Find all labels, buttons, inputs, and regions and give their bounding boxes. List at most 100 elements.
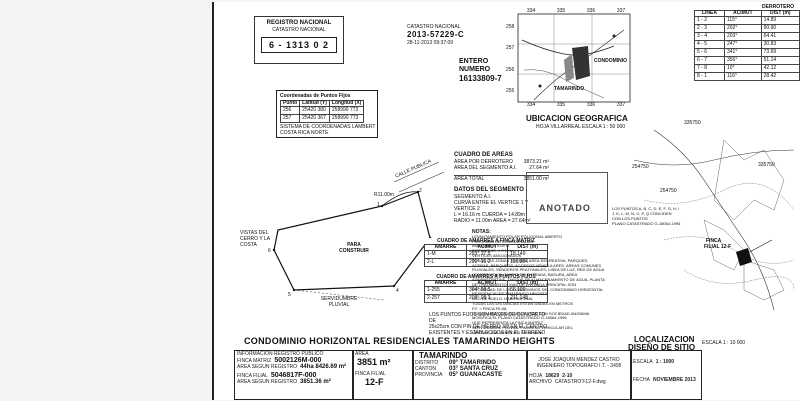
tie-cell: 211.148 <box>507 294 548 303</box>
date-label: FECHA <box>633 377 650 383</box>
title-block-surveyor: JOSE JOAQUIN MENDEZ CASTRO INGENIERO TOP… <box>526 350 632 400</box>
catastro-number: 2013-57229-C <box>407 30 465 39</box>
place-value: TAMARINDO <box>419 351 468 360</box>
site-title-1: LOCALIZACION <box>634 335 695 344</box>
tie-cell: 1-255 <box>424 286 467 295</box>
area-row-label: AREA DEL SEGMENTO A.I. <box>454 165 517 171</box>
filial-no-label: FINCA FILIAL <box>355 371 386 377</box>
area-row: AREA POR DERROTERO 3873.21 m² <box>454 159 549 165</box>
area-row: AREA DEL SEGMENTO A.I. 27.64 m² <box>454 165 549 171</box>
coord-header: Longitud (X) <box>328 100 365 107</box>
grid-label: 334 <box>526 8 536 14</box>
derrotero-cell: 2 - 3 <box>694 24 725 33</box>
grid-label: 337 <box>616 8 626 14</box>
title-block-location: TAMARINDO DISTRITO 09° TAMARINDO CANTON … <box>412 350 528 400</box>
site-map-drawing <box>633 129 795 311</box>
tie-table-title: CUADRO DE AMARRES A PUNTOS FIJOS <box>436 274 536 280</box>
vertex-label: 2 <box>419 188 422 194</box>
derrotero-cell: 73.69 <box>760 48 800 57</box>
ref-line: CON LOS PUNTOS <box>612 216 648 221</box>
note-line: ADMINISTRATIVA, TANQUE DE ALMACENAMIENTO… <box>472 276 605 282</box>
coord-cell: 25420 367 <box>299 114 330 123</box>
grid-label: 257 <box>506 45 515 52</box>
derrotero-cell: 3 - 4 <box>694 32 725 41</box>
surveyor-name: JOSE JOAQUIN MENDEZ CASTRO <box>538 357 620 363</box>
note-line: EXISTENTES Y ESTABLECIDOS EN EL TERRENO <box>429 330 546 336</box>
note-line: QUE REPRESENTA LA FINCA MATRIZ <box>472 320 543 326</box>
area-segun-label: AREA SEGUN REGISTRO <box>237 364 298 370</box>
title-block-area: AREA 3851 m² FINCA FILIAL 12-F <box>352 350 414 400</box>
note-line: VERTICE 1 AL VERTICE 2 DE 16.16 m <box>472 329 543 335</box>
note-line: PLUVIALES, SENDEROS PEATONALES, LINEA DE… <box>472 267 605 273</box>
grid-label: 255 <box>506 88 515 95</box>
area-row-value: 3851.00 m² <box>523 176 549 182</box>
entry-label2: NUMERO <box>459 66 491 73</box>
tie-cell: 208° 08 3 <box>465 294 509 303</box>
hoja-label: HOJA <box>529 373 543 379</box>
note-line: RESIDENCIALES TAMARINDO HEIGHTS <box>472 291 548 297</box>
coordinates-note1: SISTEMA DE COORDENADAS LAMBERT <box>280 124 376 130</box>
distrito-value: 09° TAMARINDO <box>449 360 496 366</box>
tie-cell: 1-M <box>424 250 467 259</box>
derrotero-cell: 4 - 5 <box>694 40 725 49</box>
note-line: LOS PUNTOS FIJOS SON BASES DE CONCRETO D… <box>429 312 546 324</box>
note-line: MODIFICA EL PLANO CATASTRADO G-18064-199… <box>472 315 567 321</box>
catastro-heading: CATASTRO NACIONAL <box>407 24 461 30</box>
scale-value: 1 : 1000 <box>655 359 675 365</box>
vertex-label: 4 <box>396 288 399 294</box>
note-line: DE TRATAMIENTO, VIAS DE ENTRADA PRINCIPA… <box>472 281 577 287</box>
derrotero-cell: 8 - 1 <box>694 72 725 81</box>
finca-filial-value: 5046817F-000 <box>270 372 317 379</box>
note-line: ACERAS, PARQUEOS, ACCESOS VEHICULARES, A… <box>472 262 602 268</box>
segment-line: CURVA ENTRE EL VERTICE 1 Y VERTICE 2 <box>454 200 529 212</box>
coord-cell: 258999 773 <box>328 106 365 115</box>
parcel-main-label: PARA CONSTRUIR <box>339 242 369 254</box>
fixed-points-note: LOS PUNTOS FIJOS SON BASES DE CONCRETO D… <box>429 312 553 336</box>
grid-label: 335 <box>556 8 566 14</box>
area-row-label: AREA POR DERROTERO <box>454 159 513 165</box>
registry-stamp-code: 6 - 1313 0 2 <box>268 40 330 50</box>
location-condo-label: CONDOMINIO <box>594 58 628 64</box>
location-map-scale: HOJA VILLARREAL ESCALA 1 : 50 000 <box>536 124 626 130</box>
grid-label: 256 <box>506 66 515 73</box>
table-row: 2-L 201° 16 2 116.984 <box>424 258 548 267</box>
area-segun-value: 44ha 8426.69 m² <box>300 364 347 370</box>
site-grid-label: 335750 <box>758 162 775 168</box>
derrotero-cell: 1 - 2 <box>694 16 725 25</box>
derrotero-cell: 90.90 <box>760 24 800 33</box>
note-line: PROPIEDAD DE LOS CONDOMINOS DEL CONDOMIN… <box>472 286 604 292</box>
hoja-number: 2-10 <box>562 373 573 379</box>
canton-label: CANTON <box>415 366 437 372</box>
finca-filial-label: FINCA FILIAL <box>237 373 268 379</box>
tie-table: AMARRE ACIMUT DIST (m) 1-255 304° 08 5 5… <box>424 280 548 303</box>
file-label: ARCHIVO <box>529 379 552 385</box>
derrotero-cell: 28.42 <box>760 72 800 81</box>
grid-label: 258 <box>506 23 515 30</box>
tie-cell: 2-257 <box>424 294 467 303</box>
coordinates-note2: COSTA RICA NORTE <box>280 130 329 136</box>
note-line: COLINDANTE: FIDUCIARIA GUSAR CON SOCIEDA… <box>472 310 590 316</box>
area-label: AREA <box>355 351 369 357</box>
site-title-2: DISEÑO DE SITIO <box>628 343 696 352</box>
segment-title: DATOS DEL SEGMENTO <box>454 187 524 193</box>
area-row: AREA TOTAL 3851.00 m² <box>454 175 549 182</box>
site-grid-label: 254750 <box>632 164 649 170</box>
site-ref-text: LOS PUNTOS A, B, C, D, E, F, G, H, I J, … <box>612 206 680 226</box>
anotado-stamp: ANOTADO <box>526 172 608 224</box>
location-town-label: TAMARINDO <box>554 86 585 92</box>
derrotero-cell: 115° <box>723 16 762 25</box>
derrotero-cell: 10° <box>723 64 762 73</box>
catastro-submission: CATASTRO NACIONAL 2013-57229-C 28-11-201… <box>407 24 517 46</box>
site-grid-label: 335750 <box>684 120 701 126</box>
grid-label: 335 <box>556 102 566 108</box>
filial-no-value: 12-F <box>365 377 384 387</box>
table-row: 1-255 304° 08 5 56.109 <box>424 286 548 295</box>
entry-label: ENTERO <box>459 58 489 65</box>
vertex-label: 6 <box>268 248 271 254</box>
